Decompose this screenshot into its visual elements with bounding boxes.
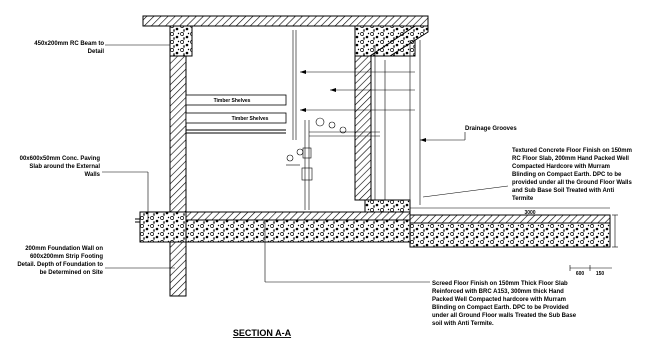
note-foundation: 200mm Foundation Wall on 600x200mm Strip… [17,246,103,276]
note-beam-line1: 450x200mm RC Beam to [34,41,104,47]
floor-slab [135,199,611,248]
note-beam: 450x200mm RC Beam to Detail [34,41,104,55]
note-screed-line4: Blinding on Compact Earth. DPC to be Pro… [432,305,569,311]
note-screed-line6: soil with Anti Termite. [432,321,494,327]
pipework [286,30,380,210]
left-wall [169,55,187,297]
note-paving-line2: Slab around the External [29,164,100,170]
dim-d2: 150 [596,271,605,277]
note-floor-line7: Termite [512,196,534,202]
note-floor-line2: RC Floor Slab, 200mm Hand Packed Well [512,156,629,162]
timber-shelves: Timber Shelves Timber Shelves [185,94,287,134]
note-foundation-line4: be Determined on Site [40,270,104,276]
dim-d1: 600 [576,271,585,277]
right-wall [354,55,372,201]
note-drainage-line1: Drainage Grooves [465,126,517,132]
note-floor-line3: Compacted Hardcore with Murram [512,164,610,170]
note-floor-line5: provided under all the Ground Floor Wall… [512,180,632,186]
note-foundation-line3: Detail. Depth of Foundation to [17,262,103,268]
note-beam-line2: Detail [88,49,105,55]
note-screed-line2: Reinforced with BRC A153, 300mm thick Ha… [432,289,564,295]
note-screed-line5: under all Ground Floor walls Treated the… [432,313,577,319]
leader-arrows [300,40,509,205]
section-title: SECTION A-A [233,328,292,338]
note-foundation-line2: 600x200mm Strip Footing [30,254,103,260]
note-foundation-line1: 200mm Foundation Wall on [25,246,103,252]
left-foundation [139,211,187,243]
note-floor-line1: Textured Concrete Floor Finish on 150mm [512,148,632,154]
shelf-label-upper: Timber Shelves [214,98,251,104]
dimension-lines: 3000 600 150 [410,207,618,277]
note-floor-finish: Textured Concrete Floor Finish on 150mm … [512,148,632,202]
shelf-label-lower: Timber Shelves [232,116,269,122]
note-leaders [102,44,430,283]
note-screed-line3: Packed Well Compacted hardcore with Murr… [432,297,566,303]
note-floor-line6: and Sub Base Soil Treated with Anti [512,188,614,194]
note-paving-line1: 00x600x50mm Conc. Paving [20,156,101,162]
note-paving-line3: Walls [85,172,101,178]
note-drainage: Drainage Grooves [465,126,517,132]
note-screed: Screed Floor Finish on 150mm Thick Floor… [432,281,577,327]
note-paving: 00x600x50mm Conc. Paving Slab around the… [20,156,101,178]
roof-slab [142,15,429,57]
note-floor-line4: Blinding on Compact Earth. DPC to be [512,172,622,178]
dim-slab-length: 3000 [524,210,535,216]
note-screed-line1: Screed Floor Finish on 150mm Thick Floor… [432,281,568,287]
